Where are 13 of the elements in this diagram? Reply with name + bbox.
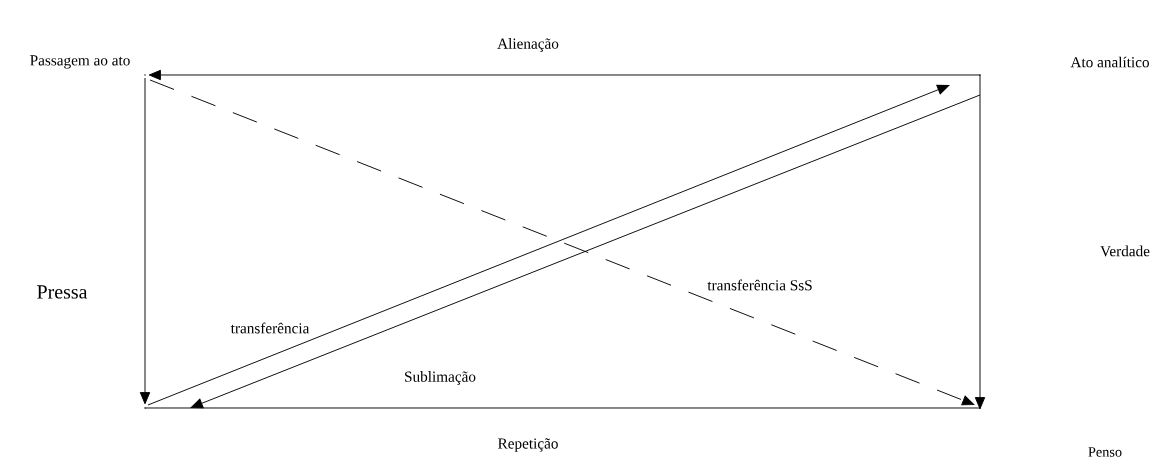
text-label: Alienação xyxy=(497,38,559,52)
text-label: Passagem ao ato xyxy=(30,55,130,69)
arrow xyxy=(139,77,151,405)
text-label: Penso xyxy=(1088,447,1122,457)
text-label: transferência SsS xyxy=(707,279,812,291)
text-label: Repetição xyxy=(498,438,558,452)
text-label: Ato analítico xyxy=(1070,56,1149,68)
text-label: transferência xyxy=(230,322,310,334)
text-label: Pressa xyxy=(37,285,88,299)
arrow xyxy=(148,69,981,81)
text-label: Sublimação xyxy=(405,371,476,385)
arrow xyxy=(974,74,986,410)
text-label: Verdade xyxy=(1100,245,1150,257)
